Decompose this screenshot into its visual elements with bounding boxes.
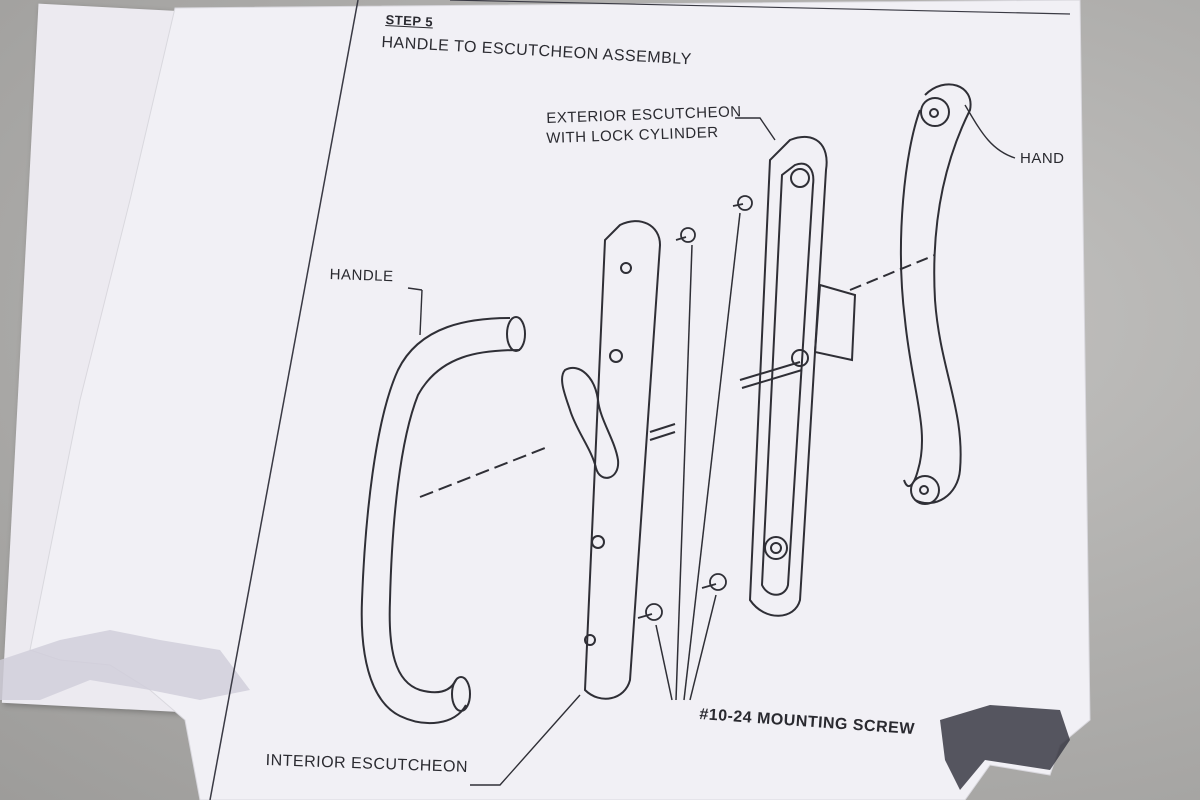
frame-top [449,0,1071,15]
step-label: STEP 5 [385,12,434,30]
left-handle-label: HANDLE [329,266,394,286]
left-handle-drawing [360,316,526,724]
interior-leader [470,694,581,786]
torn-edge-right [940,705,1070,790]
right-handle-label: HAND [1020,150,1065,167]
screw-arrows [655,212,741,701]
right-handle-leader [964,104,1016,159]
frame-left [209,0,359,800]
right-handle-drawing [899,83,972,505]
torn-edge-left [0,630,250,700]
left-dashed-axis [419,447,546,498]
interior-escutcheon-drawing [561,220,676,700]
exterior-escutcheon-drawing [739,135,857,617]
right-dashed-axis [849,254,936,291]
exterior-leader [735,117,776,141]
screw-drawings [637,195,753,621]
left-handle-leader [407,287,423,291]
